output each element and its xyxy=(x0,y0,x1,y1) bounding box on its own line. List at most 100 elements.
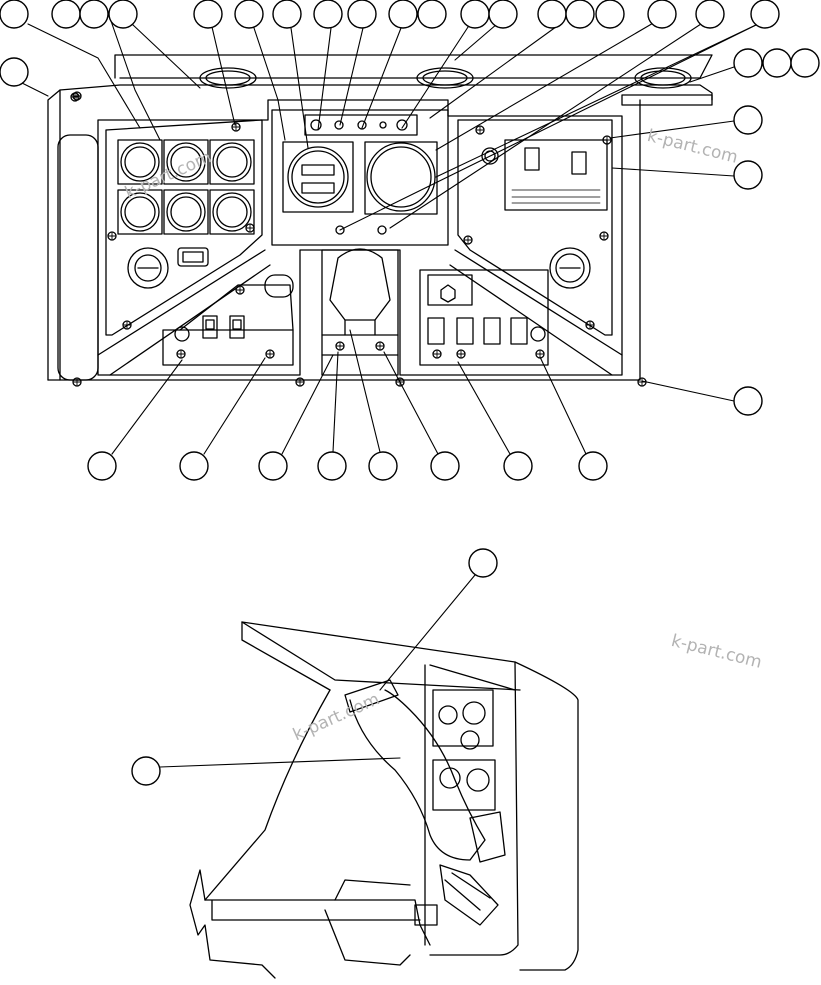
screw-slot xyxy=(246,224,254,232)
leader-line xyxy=(611,167,735,177)
screw-slot xyxy=(123,321,131,329)
callout-balloon xyxy=(537,0,567,29)
callout-balloon xyxy=(565,0,595,29)
right-control-plate xyxy=(457,119,613,336)
callout-balloon xyxy=(695,0,725,29)
leader-line xyxy=(641,380,735,402)
screw xyxy=(602,135,612,145)
callout-balloon xyxy=(647,0,677,29)
callout-balloon xyxy=(193,0,223,29)
lower-right-switch-panel xyxy=(419,269,549,366)
side-housing-outline xyxy=(241,621,579,971)
leader-line xyxy=(253,27,286,141)
leader-line xyxy=(339,27,364,126)
screw xyxy=(122,320,132,330)
callout-balloon xyxy=(234,0,264,29)
screw xyxy=(585,320,595,330)
callout-balloon xyxy=(347,0,377,29)
callout-balloon xyxy=(578,451,608,481)
callout-balloon xyxy=(87,451,117,481)
leader-line xyxy=(389,21,705,229)
callout-balloon xyxy=(0,0,29,29)
leader-line xyxy=(332,351,339,453)
screw-slot xyxy=(236,286,244,294)
callout-balloon xyxy=(108,0,138,29)
screw xyxy=(72,377,82,387)
screw xyxy=(432,349,442,359)
leader-line xyxy=(159,757,401,768)
leader-line xyxy=(317,27,332,131)
leader-line xyxy=(609,120,735,139)
callout-balloons xyxy=(0,0,820,786)
leader-line xyxy=(435,21,656,151)
left-receptacle-plate xyxy=(105,119,263,336)
leader-line xyxy=(203,357,266,455)
leader-line xyxy=(379,574,476,691)
lifting-ring-right xyxy=(634,67,692,89)
callout-balloon xyxy=(503,451,533,481)
screw xyxy=(231,122,241,132)
screw-slot xyxy=(296,378,304,386)
callout-balloon xyxy=(488,0,518,29)
screw-slot xyxy=(433,350,441,358)
screw-slot xyxy=(638,378,646,386)
callout-balloon xyxy=(733,160,763,190)
screw xyxy=(456,349,466,359)
flexible-hose xyxy=(349,689,486,861)
leader-lines xyxy=(21,20,759,768)
screw-slot xyxy=(457,350,465,358)
screw-slot xyxy=(336,342,344,350)
screw xyxy=(599,231,609,241)
leader-line xyxy=(689,66,735,83)
leader-line xyxy=(349,329,381,453)
screw-slot xyxy=(232,123,240,131)
callout-balloon xyxy=(79,0,109,29)
callout-balloon xyxy=(750,0,780,29)
leader-line xyxy=(211,26,236,126)
callout-balloon xyxy=(258,451,288,481)
callout-balloon xyxy=(0,57,29,87)
screw-slot xyxy=(536,350,544,358)
leader-line xyxy=(383,351,439,455)
lower-left-switch-panel xyxy=(162,274,294,366)
callout-balloon xyxy=(468,548,498,578)
callout-balloon xyxy=(733,105,763,135)
screw-slot xyxy=(73,378,81,386)
callout-balloon xyxy=(733,48,763,78)
leader-line xyxy=(281,354,334,455)
leader-line xyxy=(429,23,561,119)
screw xyxy=(245,223,255,233)
screw xyxy=(70,92,80,102)
screw-slot xyxy=(476,126,484,134)
leader-line xyxy=(539,356,587,455)
lifting-ring-left xyxy=(199,67,257,89)
leader-line xyxy=(435,23,759,178)
callout-balloon xyxy=(417,0,447,29)
lifting-ring-center xyxy=(416,67,474,89)
leader-line xyxy=(131,23,201,89)
center-gauge-cluster xyxy=(271,109,449,246)
callout-balloon xyxy=(762,48,792,78)
callout-balloon xyxy=(430,451,460,481)
callout-balloon xyxy=(460,0,490,29)
leader-line xyxy=(454,23,498,61)
leader-line xyxy=(21,82,49,97)
callout-balloon xyxy=(313,0,343,29)
callout-balloon xyxy=(317,451,347,481)
screw xyxy=(395,377,405,387)
screw-slot xyxy=(464,236,472,244)
leader-line xyxy=(290,27,309,149)
screw-slot xyxy=(177,350,185,358)
screw-slot xyxy=(266,350,274,358)
leader-line xyxy=(111,359,183,455)
callout-balloon xyxy=(595,0,625,29)
leader-line xyxy=(27,23,141,129)
screw xyxy=(107,231,117,241)
screw xyxy=(295,377,305,387)
screw xyxy=(475,125,485,135)
screw xyxy=(235,285,245,295)
screw-slot xyxy=(71,93,79,101)
leader-line xyxy=(361,27,402,129)
